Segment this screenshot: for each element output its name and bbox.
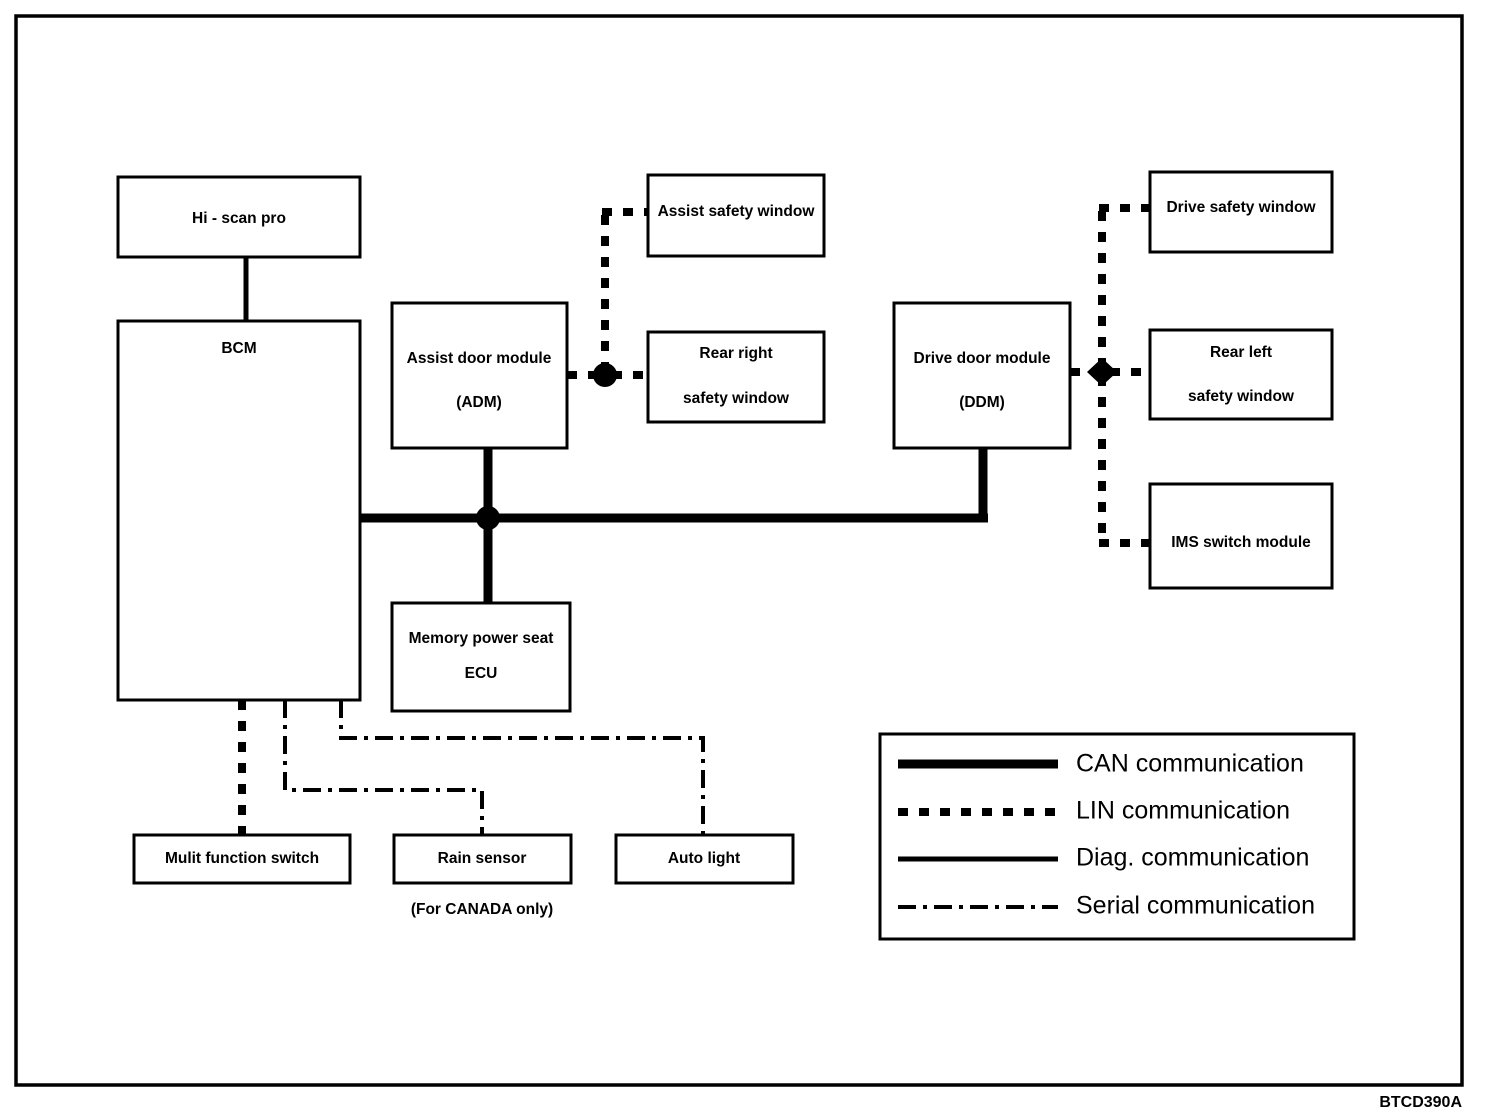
- node-drive-door-module-label-line1: Drive door module: [914, 350, 1051, 367]
- node-rear-right-safety-window-label-line2: safety window: [683, 390, 790, 407]
- node-memory-power-seat-ecu-label-line1: Memory power seat: [409, 630, 554, 647]
- legend-label-lin: LIN communication: [1076, 797, 1290, 825]
- node-memory-power-seat-ecu[interactable]: Memory power seat ECU: [390, 601, 572, 713]
- node-ims-switch-module-box[interactable]: [1148, 482, 1334, 590]
- node-rear-right-safety-window-box[interactable]: [646, 330, 826, 424]
- node-bcm[interactable]: BCM: [116, 319, 362, 702]
- node-hi-scan-pro-box[interactable]: [116, 175, 362, 259]
- node-assist-door-module[interactable]: Assist door module (ADM): [390, 301, 569, 450]
- node-bcm-label: BCM: [221, 340, 256, 357]
- node-assist-door-module-label-line2: (ADM): [456, 394, 502, 411]
- node-rear-right-safety-window-label-line1: Rear right: [699, 345, 772, 362]
- node-multi-function-switch[interactable]: Mulit function switch: [132, 833, 352, 885]
- node-rain-sensor-box[interactable]: [392, 833, 573, 885]
- node-assist-safety-window-label: Assist safety window: [658, 203, 816, 220]
- node-assist-door-module-label-line1: Assist door module: [407, 350, 552, 367]
- canada-only-note: (For CANADA only): [411, 901, 553, 918]
- node-memory-power-seat-ecu-label-line2: ECU: [465, 665, 498, 682]
- node-hi-scan-pro-label: Hi - scan pro: [192, 210, 286, 227]
- node-drive-safety-window-label: Drive safety window: [1166, 199, 1316, 216]
- legend-label-can: CAN communication: [1076, 750, 1304, 778]
- node-drive-door-module-label-line2: (DDM): [959, 394, 1005, 411]
- lin-junction-node-right-side: [593, 363, 617, 387]
- node-multi-function-switch-label: Mulit function switch: [165, 850, 319, 867]
- serial-link-bcm-rain-sensor: [283, 700, 484, 835]
- node-rear-left-safety-window[interactable]: Rear left safety window: [1148, 328, 1334, 421]
- node-assist-safety-window[interactable]: Assist safety window: [646, 173, 826, 258]
- figure-code: BTCD390A: [1379, 1094, 1462, 1111]
- node-rain-sensor-label: Rain sensor: [438, 850, 527, 867]
- node-rain-sensor[interactable]: Rain sensor: [392, 833, 573, 885]
- node-hi-scan-pro[interactable]: Hi - scan pro: [116, 175, 362, 259]
- node-ims-switch-module-label: IMS switch module: [1171, 534, 1311, 551]
- lin-junction-node-ddm: [1087, 358, 1117, 386]
- node-auto-light[interactable]: Auto light: [614, 833, 795, 885]
- node-auto-light-box[interactable]: [614, 833, 795, 885]
- node-drive-safety-window-box[interactable]: [1148, 170, 1334, 254]
- legend: CAN communication LIN communication Diag…: [878, 732, 1356, 941]
- can-junction-node: [476, 506, 500, 530]
- node-rear-left-safety-window-label-line1: Rear left: [1210, 344, 1272, 361]
- node-assist-door-module-box[interactable]: [390, 301, 569, 450]
- legend-label-diag: Diag. communication: [1076, 844, 1309, 872]
- node-rear-left-safety-window-label-line2: safety window: [1188, 388, 1295, 405]
- node-memory-power-seat-ecu-box[interactable]: [390, 601, 572, 713]
- node-assist-safety-window-box[interactable]: [646, 173, 826, 258]
- serial-link-bcm-auto-light: [339, 700, 705, 835]
- node-rear-left-safety-window-box[interactable]: [1148, 328, 1334, 421]
- node-rear-right-safety-window[interactable]: Rear right safety window: [646, 330, 826, 424]
- diagram-border: [14, 14, 1464, 1087]
- node-drive-door-module[interactable]: Drive door module (DDM): [892, 301, 1072, 450]
- node-ims-switch-module[interactable]: IMS switch module: [1148, 482, 1334, 590]
- legend-label-serial: Serial communication: [1076, 892, 1315, 920]
- node-bcm-box[interactable]: [116, 319, 362, 702]
- node-drive-safety-window[interactable]: Drive safety window: [1148, 170, 1334, 254]
- node-drive-door-module-box[interactable]: [892, 301, 1072, 450]
- node-multi-function-switch-box[interactable]: [132, 833, 352, 885]
- node-auto-light-label: Auto light: [668, 850, 740, 867]
